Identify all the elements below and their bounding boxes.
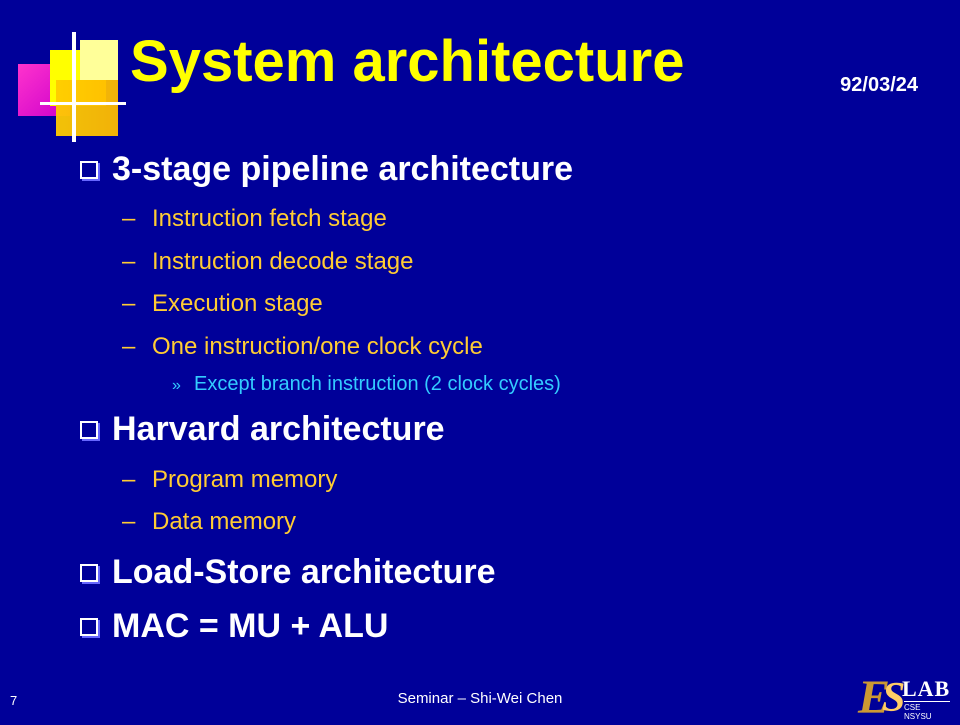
dash-marker: – <box>122 290 136 317</box>
square-bullet-icon <box>80 563 98 582</box>
vertical-line <box>72 32 76 142</box>
subitem-text: Data memory <box>152 508 297 535</box>
subitem-fetch: –Instruction fetch stage <box>122 205 387 233</box>
dash-marker: – <box>122 205 136 232</box>
guillemet-marker: » <box>172 377 181 394</box>
bullet-text: Harvard architecture <box>112 410 445 448</box>
dash-marker: – <box>122 333 136 360</box>
dash-marker: – <box>122 466 136 493</box>
slide-date: 92/03/24 <box>840 74 918 96</box>
square-bullet-icon <box>80 420 98 439</box>
subitem-text: Instruction fetch stage <box>152 205 387 232</box>
subitem-program-memory: –Program memory <box>122 466 337 494</box>
subitem-execution: –Execution stage <box>122 290 323 318</box>
subitem-decode: –Instruction decode stage <box>122 248 414 276</box>
bullet-text: MAC = MU + ALU <box>112 607 389 645</box>
subitem-data-memory: –Data memory <box>122 508 296 536</box>
subitem-text: Instruction decode stage <box>152 248 414 275</box>
square-bullet-icon <box>80 160 98 179</box>
subitem-text: Execution stage <box>152 290 323 317</box>
bullet-text: Load-Store architecture <box>112 553 496 591</box>
page-number: 7 <box>10 693 18 708</box>
subsubitem-text: Except branch instruction (2 clock cycle… <box>194 373 561 395</box>
subitem-text: Program memory <box>152 466 338 493</box>
orange-square <box>56 80 118 136</box>
subsubitem-branch: » Except branch instruction (2 clock cycl… <box>172 373 561 396</box>
bullet-text: 3-stage pipeline architecture <box>112 150 574 188</box>
bullet-mac: MAC = MU + ALU <box>80 607 388 646</box>
subitem-text: One instruction/one clock cycle <box>152 333 483 360</box>
slide-title: System architecture <box>130 29 685 94</box>
dash-marker: – <box>122 508 136 535</box>
bullet-pipeline: 3-stage pipeline architecture <box>80 150 573 189</box>
dash-marker: – <box>122 248 136 275</box>
subitem-one-instruction: –One instruction/one clock cycle <box>122 333 483 361</box>
logo-lab-text: LAB <box>902 676 951 701</box>
pale-yellow-square <box>80 40 118 80</box>
footer-text: Seminar – Shi-Wei Chen <box>397 690 563 707</box>
logo-sub-text: CSE NSYSU <box>904 701 950 721</box>
bullet-harvard: Harvard architecture <box>80 410 445 449</box>
es-lab-logo: E S LAB CSE NSYSU <box>858 671 951 724</box>
logo-letter-e: E <box>858 671 891 724</box>
square-bullet-icon <box>80 617 98 636</box>
logo-letter-s: S <box>882 675 906 721</box>
horizontal-line <box>40 102 126 105</box>
bullet-load-store: Load-Store architecture <box>80 553 496 592</box>
